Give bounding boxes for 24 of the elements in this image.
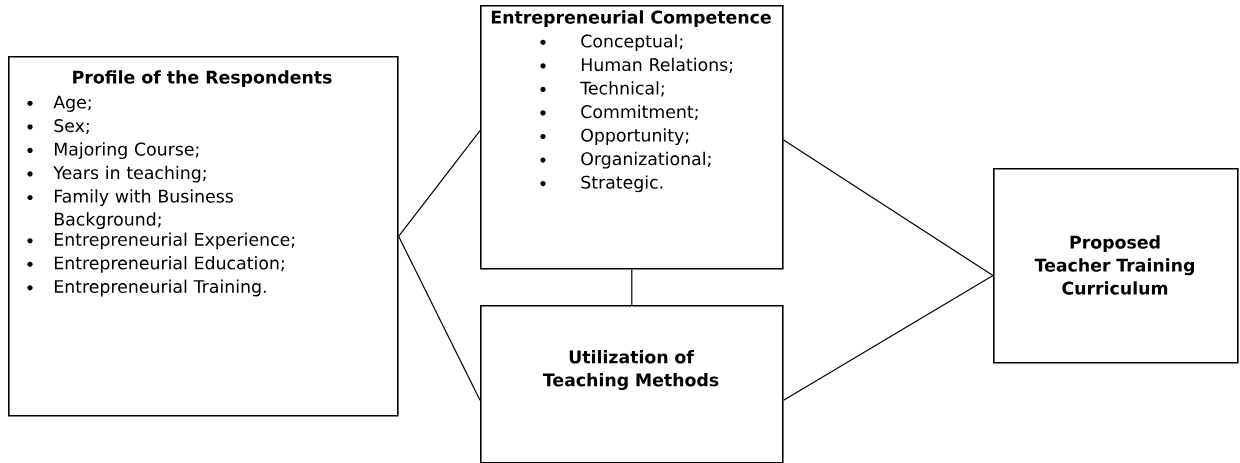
list-item: Age; <box>27 95 91 112</box>
node-label: Proposed Teacher Training Curriculum <box>1034 235 1194 295</box>
list-item: Organizational; <box>540 151 711 169</box>
list-item: Strategic. <box>540 175 663 193</box>
connector-line <box>783 139 994 277</box>
list-item: Entrepreneurial Training. <box>27 279 266 297</box>
heading: Profile of the Respondents <box>73 70 332 88</box>
list-item: Entrepreneurial Education; <box>27 256 284 273</box>
list-item: Conceptual; <box>540 34 683 51</box>
connector-line <box>783 274 994 401</box>
connector-line <box>398 130 481 237</box>
list-item: Years in teaching; <box>27 165 206 183</box>
list-item: Entrepreneurial Experience; <box>27 232 295 250</box>
heading: Entrepreneurial Competence <box>491 10 771 28</box>
list-item: Family with Business Background; <box>27 189 233 230</box>
list-item: Opportunity; <box>540 128 689 146</box>
list-item: Commitment; <box>540 104 698 120</box>
node-label: Utilization of Teaching Methods <box>542 350 719 390</box>
list-item: Human Relations; <box>540 57 732 73</box>
connector-line <box>398 235 481 401</box>
list-item: Technical; <box>540 81 664 97</box>
list-item: Sex; <box>27 119 89 134</box>
list-item: Majoring Course; <box>27 142 199 159</box>
connector-line <box>631 269 633 306</box>
